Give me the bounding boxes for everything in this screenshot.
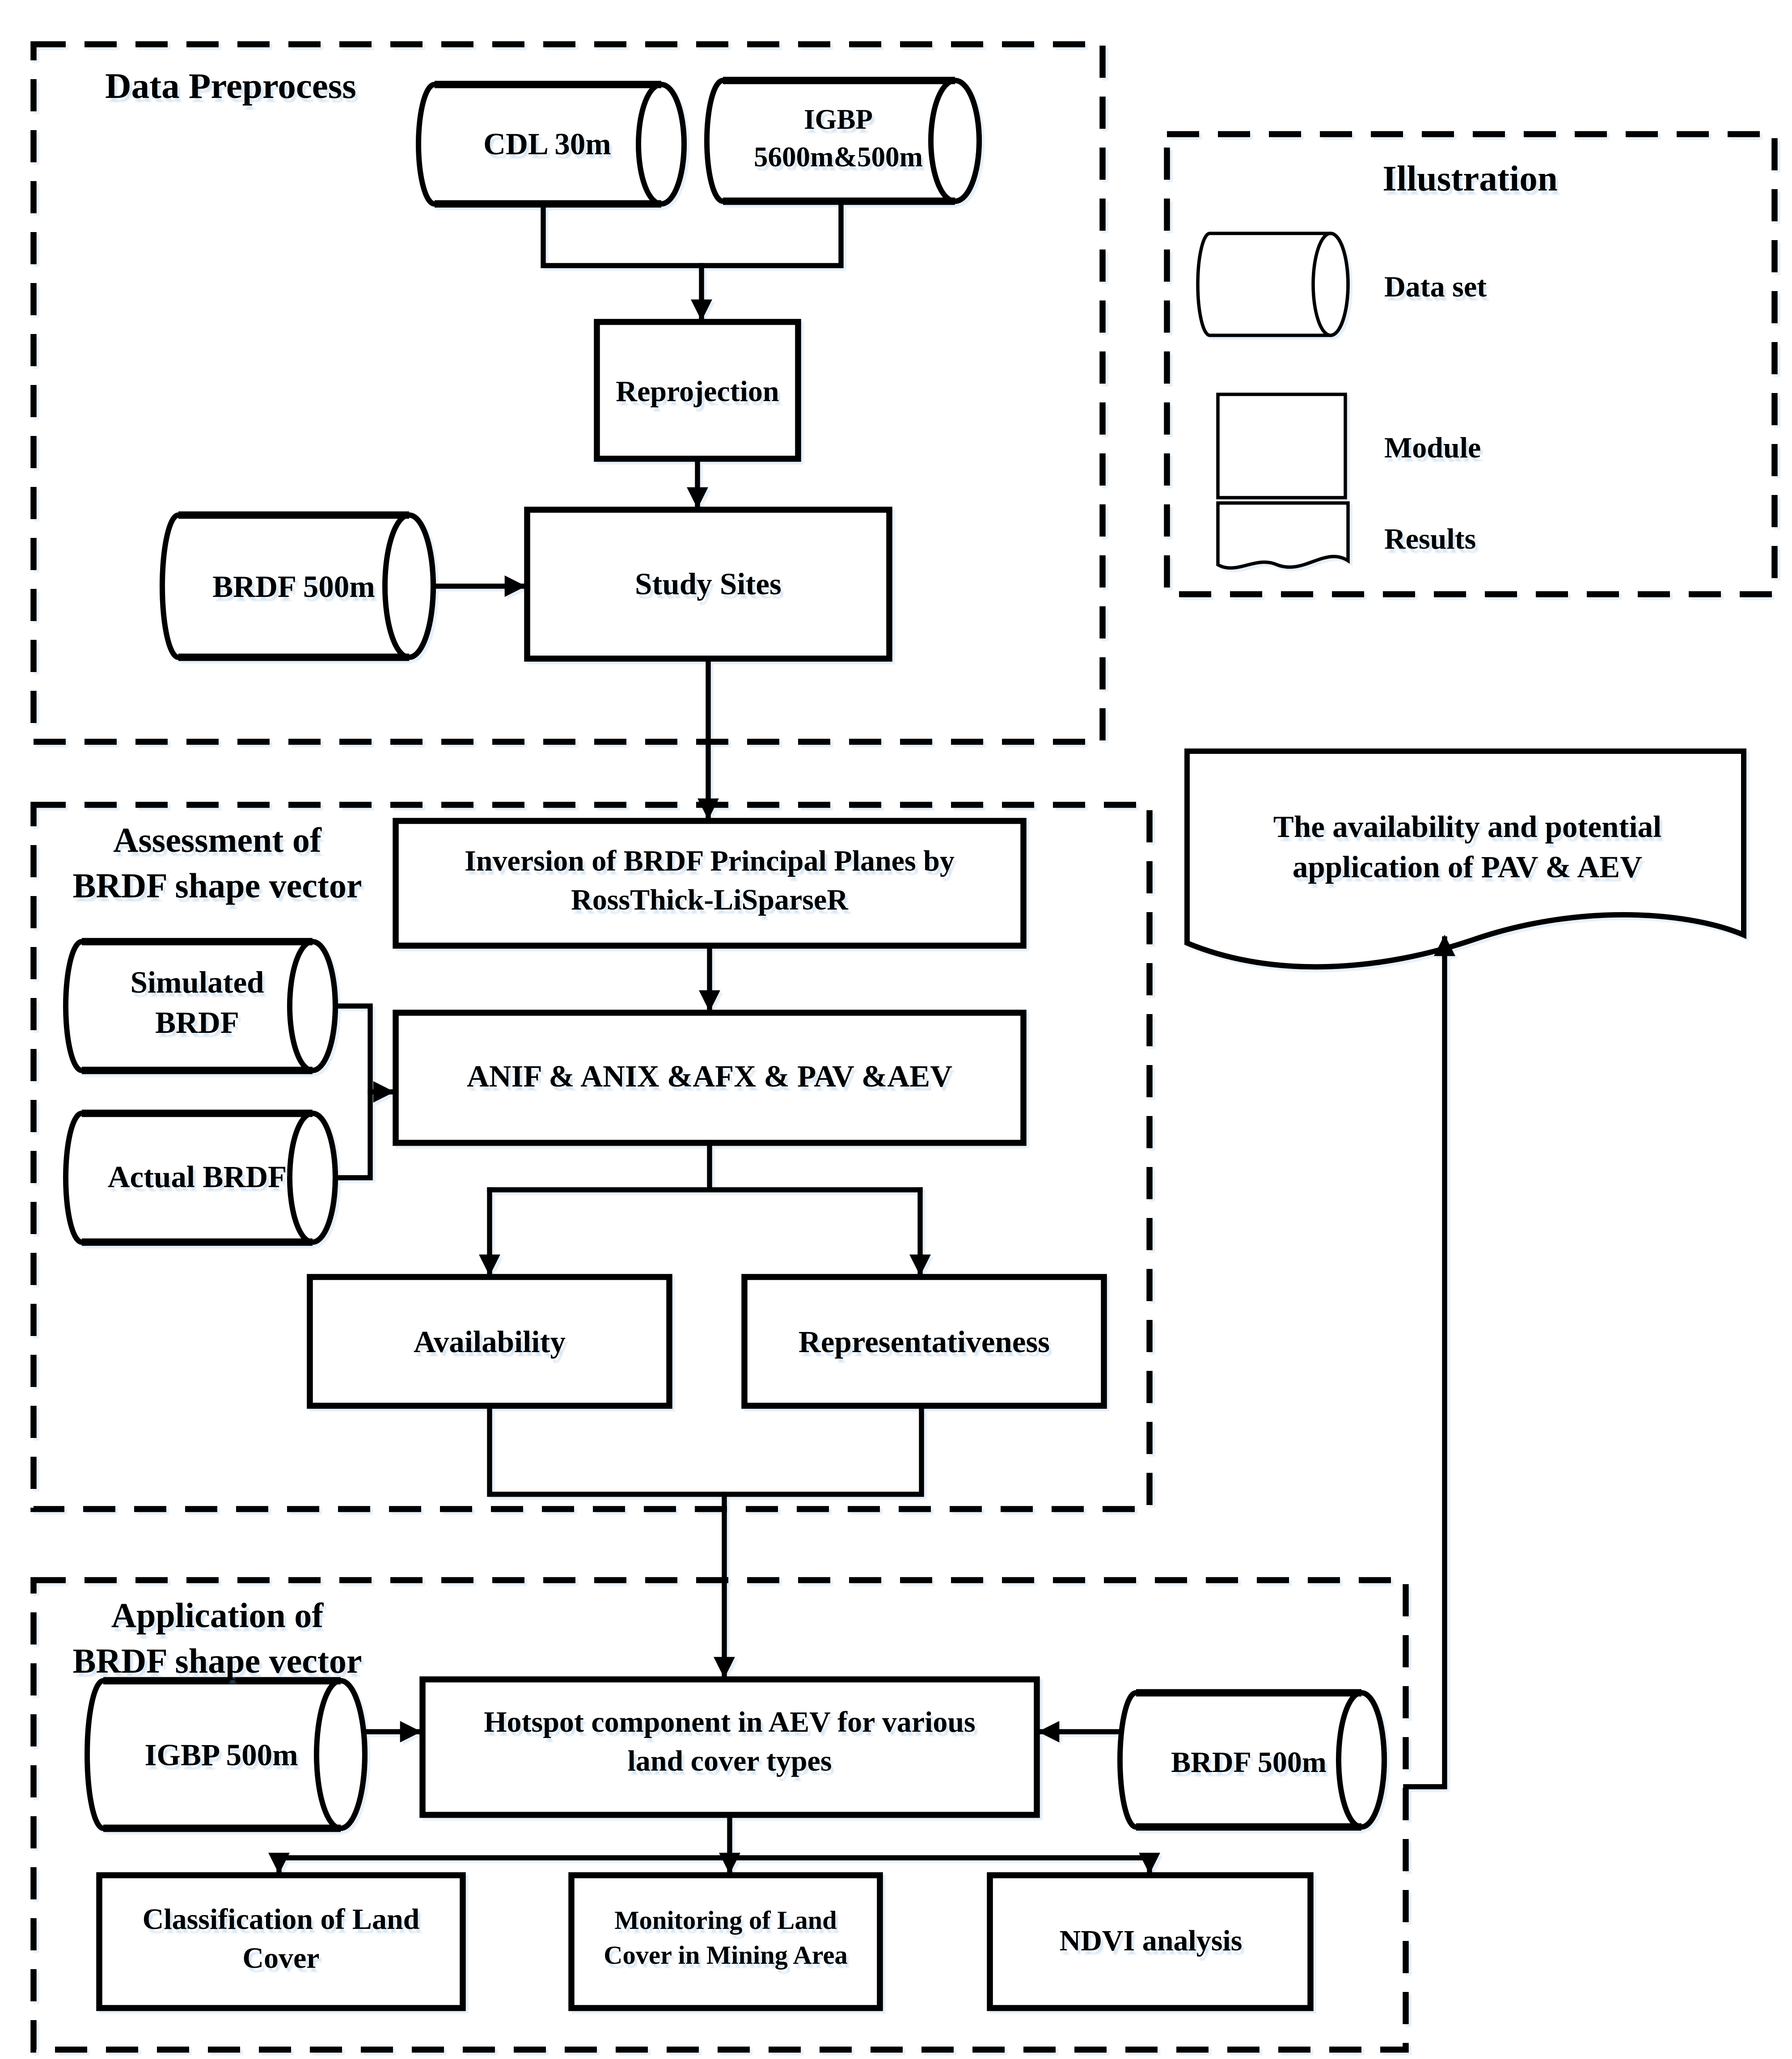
cylinder-cdl	[416, 80, 687, 208]
section-title-assessment: Assessment of BRDF shape vector	[72, 821, 362, 906]
node-label-results-doc: The availability and potential applicati…	[1273, 810, 1662, 885]
section-title-application: Application of BRDF shape vector	[72, 1596, 362, 1681]
node-label-representativeness: Representativeness	[798, 1325, 1050, 1359]
node-label-availability: Availability	[414, 1325, 566, 1359]
section-application-border	[30, 1577, 1409, 2053]
node-label-hotspot: Hotspot component in AEV for various lan…	[484, 1705, 976, 1778]
cylinder-simulated-brdf	[63, 938, 338, 1074]
connector-cylinders-merge	[541, 199, 844, 268]
cylinder-brdf-left	[160, 511, 436, 661]
node-label-brdf-left: BRDF 500m	[212, 570, 375, 604]
node-label-monitoring: Monitoring of Land Cover in Mining Area	[604, 1907, 848, 1970]
connector-brdf-merge	[333, 1003, 373, 1180]
cylinder-igbp	[704, 76, 982, 205]
node-label-reprojection: Reprojection	[616, 374, 779, 408]
legend-border	[1164, 131, 1778, 597]
node-label-anif: ANIF & ANIX &AFX & PAV &AEV	[466, 1060, 953, 1093]
legend-title: Illustration	[1382, 158, 1558, 199]
node-label-brdf-right: BRDF 500m	[1171, 1745, 1327, 1779]
connector-to-results	[1403, 936, 1447, 1789]
connector-hotspot-split	[276, 1812, 1152, 1860]
legend-module-rectangle	[1216, 393, 1347, 499]
connector-assessment-merge	[487, 1403, 924, 1497]
node-label-igbp-500: IGBP 500m	[144, 1738, 298, 1772]
node-label-cdl: CDL 30m	[483, 127, 611, 161]
box-representativeness	[741, 1274, 1107, 1409]
box-inversion	[393, 818, 1027, 949]
box-classification	[96, 1872, 466, 2011]
section-title-data-preprocess: Data Preprocess	[105, 66, 356, 106]
node-label-classification: Classification of Land Cover	[142, 1902, 420, 1975]
node-label-igbp: IGBP 5600m&500m	[754, 103, 923, 173]
node-label-simulated-brdf: Simulated BRDF	[130, 966, 264, 1040]
section-assessment-border	[30, 802, 1153, 1512]
node-label-actual-brdf: Actual BRDF	[107, 1160, 287, 1194]
section-data-preprocess-border	[30, 41, 1106, 745]
box-ndvi	[987, 1872, 1314, 2011]
connector-anif-split	[487, 1140, 923, 1192]
node-label-study-sites: Study Sites	[635, 567, 782, 601]
legend-label-data-set: Data set	[1384, 270, 1487, 303]
legend-label-module: Module	[1384, 431, 1481, 464]
box-study-sites	[524, 507, 892, 662]
document-results	[1184, 748, 1746, 970]
box-reprojection	[594, 319, 801, 462]
legend-label-results: Results	[1384, 522, 1476, 555]
box-hotspot	[419, 1676, 1040, 1818]
legend-results-document	[1216, 501, 1350, 570]
legend-data-set-cylinder	[1196, 232, 1350, 337]
cylinder-igbp-500	[85, 1677, 368, 1832]
cylinder-brdf-right	[1117, 1689, 1387, 1831]
connectors	[268, 199, 1455, 1874]
node-label-ndvi: NDVI analysis	[1059, 1924, 1243, 1957]
node-label-inversion: Inversion of BRDF Principal Planes by Ro…	[465, 844, 955, 917]
box-monitoring	[568, 1872, 883, 2011]
